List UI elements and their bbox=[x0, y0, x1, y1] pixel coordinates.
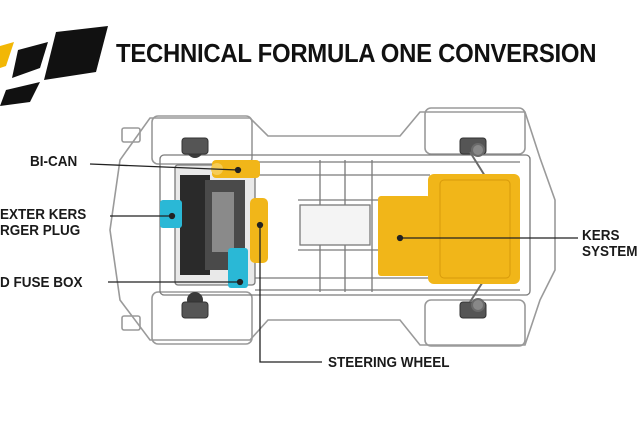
label-kers-plug-line1: EXTER KERS bbox=[0, 206, 87, 223]
kers-system-component bbox=[378, 174, 520, 284]
page-title: TECHNICAL FORMULA ONE CONVERSION bbox=[116, 38, 597, 68]
label-fuse-box: D FUSE BOX bbox=[0, 274, 83, 291]
renault-logo-icon bbox=[0, 26, 108, 106]
leader-lines bbox=[89, 163, 578, 363]
label-kers-system-line1: KERS bbox=[582, 227, 620, 244]
label-kers-system-line2: SYSTEM bbox=[582, 243, 638, 260]
label-kers-plug-line2: RGER PLUG bbox=[0, 222, 81, 239]
label-bi-can: BI-CAN bbox=[30, 153, 78, 170]
steering-component bbox=[250, 198, 268, 263]
label-steering-wheel: STEERING WHEEL bbox=[328, 354, 450, 371]
fuse-box-component bbox=[228, 248, 248, 288]
car-outline bbox=[109, 107, 556, 347]
